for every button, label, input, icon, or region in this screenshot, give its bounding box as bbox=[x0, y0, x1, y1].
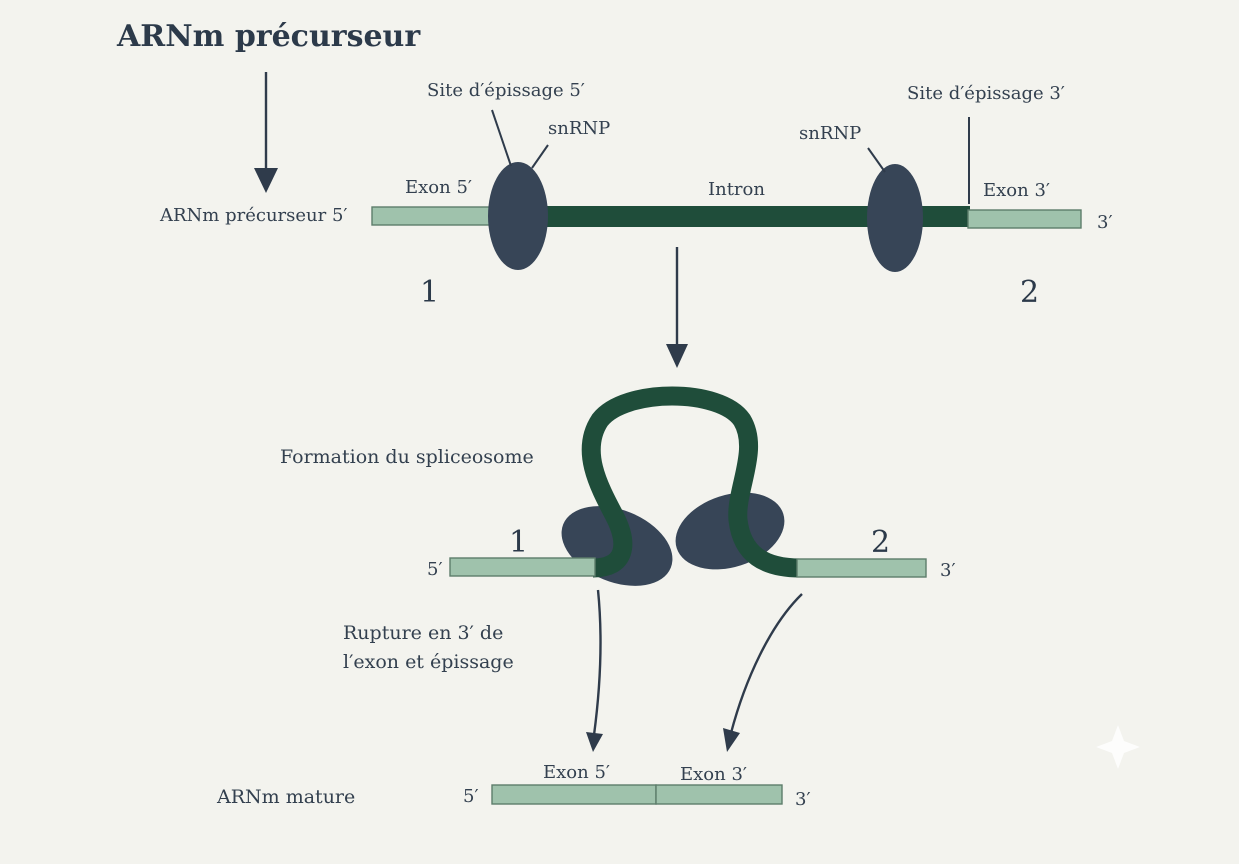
step-caption-line2: l′exon et épissage bbox=[343, 651, 514, 673]
mature-exon3-bar bbox=[655, 784, 783, 805]
mature-mrna-label: ARNm mature bbox=[216, 786, 355, 808]
spliceosome-caption: Formation du spliceosome bbox=[280, 446, 534, 468]
middle-exon3-bar bbox=[796, 558, 927, 578]
exon3-label: Exon 3′ bbox=[983, 180, 1050, 201]
curved-arrow-left bbox=[592, 589, 602, 736]
intron-lariat bbox=[581, 386, 801, 578]
curved-arrow-right bbox=[729, 593, 803, 734]
middle-exon5-bar bbox=[449, 557, 596, 577]
intron-label: Intron bbox=[708, 179, 765, 200]
top-number-2: 2 bbox=[1020, 275, 1039, 310]
diagram-title: ARNm précurseur bbox=[116, 19, 421, 54]
snrnp-right bbox=[867, 164, 923, 272]
mature-exon3-label: Exon 3′ bbox=[680, 764, 747, 785]
top-number-1: 1 bbox=[420, 275, 439, 310]
step-caption-line1: Rupture en 3′ de bbox=[343, 622, 503, 644]
curved-arrowhead-right bbox=[723, 728, 740, 752]
site5-label: Site d′épissage 5′ bbox=[427, 80, 585, 101]
site5-pointer bbox=[491, 109, 512, 167]
snrnp-left-label: snRNP bbox=[548, 118, 610, 139]
bottom-end-5-label: 5′ bbox=[463, 786, 479, 807]
pre-mrna-row-label: ARNm précurseur 5′ bbox=[159, 205, 348, 226]
snrnp-right-pointer bbox=[867, 147, 886, 173]
middle-end-3-label: 3′ bbox=[940, 560, 956, 581]
snrnp-left bbox=[488, 162, 548, 270]
middle-arrowhead bbox=[666, 344, 688, 368]
bottom-end-3-label: 3′ bbox=[795, 789, 811, 810]
exon-3-bar bbox=[967, 209, 1082, 229]
site3-label: Site d′épissage 3′ bbox=[907, 83, 1065, 104]
middle-number-2: 2 bbox=[871, 525, 890, 560]
snrnp-left-pointer bbox=[531, 144, 549, 169]
middle-number-1: 1 bbox=[509, 525, 528, 560]
middle-end-5-label: 5′ bbox=[427, 559, 443, 580]
snrnp-right-label: snRNP bbox=[799, 123, 861, 144]
title-arrowhead bbox=[254, 168, 278, 193]
mature-exon5-bar bbox=[491, 784, 657, 805]
intron-strand bbox=[515, 206, 970, 227]
top-end-3-label: 3′ bbox=[1097, 212, 1113, 233]
exon5-label: Exon 5′ bbox=[405, 177, 472, 198]
curved-arrowhead-left bbox=[586, 732, 603, 752]
sparkle-icon bbox=[1096, 725, 1140, 769]
mature-exon5-label: Exon 5′ bbox=[543, 762, 610, 783]
